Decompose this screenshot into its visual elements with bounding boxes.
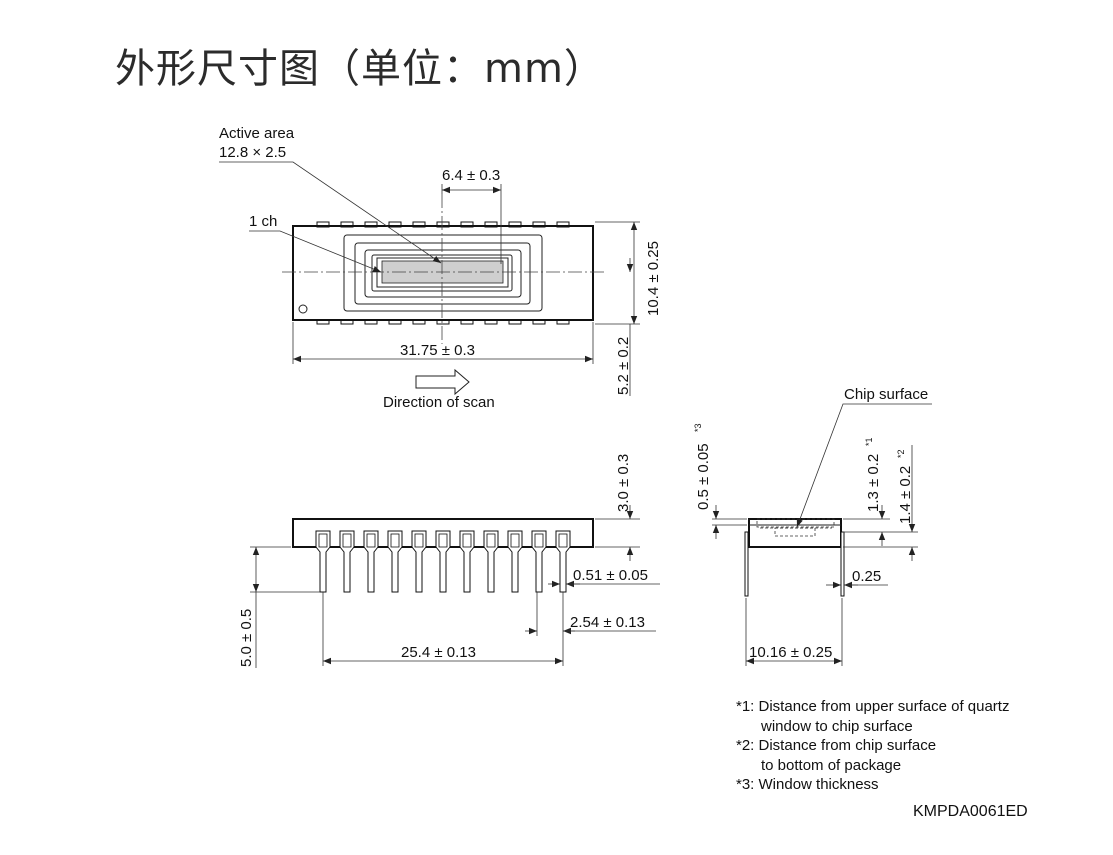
front-lead xyxy=(387,530,403,593)
front-lead xyxy=(315,530,331,593)
window-outline-inner xyxy=(364,249,522,298)
package-body-top xyxy=(292,225,594,321)
center-offset-label: 5.2 ± 0.2 xyxy=(615,337,632,395)
pin-span-label: 25.4 ± 0.13 xyxy=(401,644,476,661)
front-lead xyxy=(555,530,571,593)
active-area-label: Active area xyxy=(219,125,295,142)
chip-depth-note-ref: *1 xyxy=(864,437,874,446)
package-length-label: 31.75 ± 0.3 xyxy=(400,342,475,359)
front-lead xyxy=(459,530,475,593)
package-body-side xyxy=(748,518,842,548)
window-hidden-outline xyxy=(756,518,835,528)
scan-direction-arrow-icon xyxy=(415,368,470,396)
chip-inner xyxy=(376,257,509,288)
one-ch-leader xyxy=(249,230,382,273)
window-width-label: 6.4 ± 0.3 xyxy=(442,167,500,184)
front-lead xyxy=(483,530,499,593)
drawing-code: KMPDA0061ED xyxy=(913,803,1028,820)
chip-to-bottom-label: 1.4 ± 0.2 xyxy=(897,466,914,524)
one-ch-label: 1 ch xyxy=(249,213,277,230)
front-lead-shoulder xyxy=(318,533,328,548)
window-thickness-label: 0.5 ± 0.05 xyxy=(695,443,712,510)
direction-of-scan-label: Direction of scan xyxy=(383,394,495,411)
body-thickness-label: 3.0 ± 0.3 xyxy=(615,454,632,512)
chip-surface-leader xyxy=(796,403,932,528)
active-area-leader xyxy=(219,161,442,264)
front-lead xyxy=(507,530,523,593)
pin1-index-mark xyxy=(298,304,308,314)
note-1-cont: window to chip surface xyxy=(761,717,913,735)
front-lead-shoulder xyxy=(534,533,544,548)
side-view: Chip surface 0.5 ± 0.05 *3 1.3 ± 0.2 *1 … xyxy=(693,386,932,666)
front-lead xyxy=(339,530,355,593)
front-lead-shoulder xyxy=(558,533,568,548)
front-lead xyxy=(435,530,451,593)
chip-depth-label: 1.3 ± 0.2 xyxy=(865,454,882,512)
lead-width-label: 0.51 ± 0.05 xyxy=(573,567,648,584)
lead-length-label: 5.0 ± 0.5 xyxy=(238,609,255,667)
front-lead-shoulder xyxy=(366,533,376,548)
note-3: *3: Window thickness xyxy=(736,776,879,793)
front-lead-shoulder xyxy=(510,533,520,548)
window-outline-mid xyxy=(354,242,531,305)
chip-to-bottom-note-ref: *2 xyxy=(896,449,906,458)
lead-thickness-label: 0.25 xyxy=(852,568,881,585)
chip-hidden-outline xyxy=(774,527,816,537)
window-outline-outer xyxy=(343,234,543,312)
side-lead-right xyxy=(840,531,845,597)
active-area-size-label: 12.8 × 2.5 xyxy=(219,144,286,161)
front-view-leads xyxy=(315,530,571,593)
pin-pitch-label: 2.54 ± 0.13 xyxy=(570,614,645,631)
front-lead xyxy=(531,530,547,593)
note-2: *2: Distance from chip surface xyxy=(736,737,937,754)
side-lead-left xyxy=(744,531,749,597)
front-lead-shoulder xyxy=(342,533,352,548)
row-spacing-label: 10.16 ± 0.25 xyxy=(749,644,832,661)
page-title: 外形尺寸图（单位：mm） xyxy=(115,46,605,92)
footnotes: *1: Distance from upper surface of quart… xyxy=(736,697,1009,795)
front-lead xyxy=(363,530,379,593)
front-lead xyxy=(411,530,427,593)
note-1: *1: Distance from upper surface of quart… xyxy=(736,698,1010,715)
front-lead-shoulder xyxy=(486,533,496,548)
front-lead-shoulder xyxy=(390,533,400,548)
top-view: Active area 12.8 × 2.5 1 ch 6.4 ± 0.3 10… xyxy=(219,125,662,411)
chip-surface-label: Chip surface xyxy=(844,386,928,403)
note-2-cont: to bottom of package xyxy=(761,756,902,774)
front-lead-shoulder xyxy=(462,533,472,548)
front-view: 3.0 ± 0.3 5.0 ± 0.5 0.51 ± 0.05 2.54 ± 0… xyxy=(238,454,660,668)
front-lead-shoulder xyxy=(414,533,424,548)
window-thickness-note-ref: *3 xyxy=(693,423,703,432)
front-lead-shoulder xyxy=(438,533,448,548)
package-height-label: 10.4 ± 0.25 xyxy=(645,241,662,316)
